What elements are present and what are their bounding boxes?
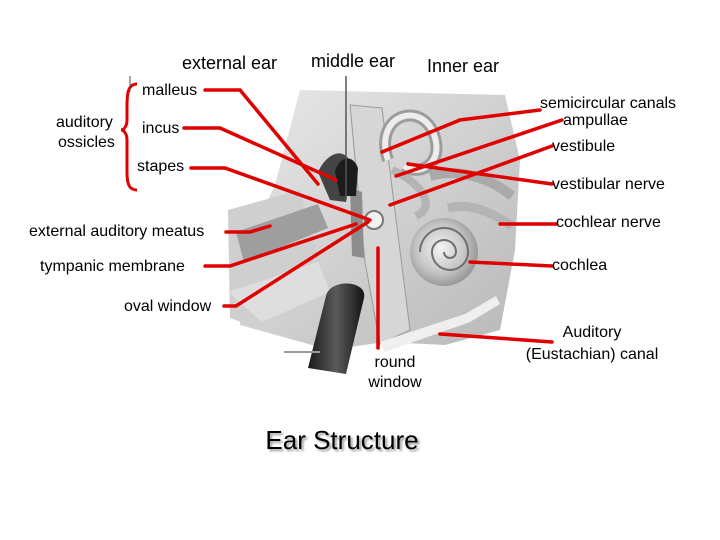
label-vestibular-nerve: vestibular nerve: [552, 176, 665, 193]
diagram-caption: Ear Structure: [265, 425, 419, 455]
ear-illustration: [228, 76, 520, 374]
skin-surface: [228, 262, 330, 322]
label-tympanic-membrane: tympanic membrane: [40, 258, 185, 275]
pointer-tympanic-membrane: [203, 222, 358, 268]
label-stapes: stapes: [137, 158, 185, 175]
label-vestibule: vestibule: [552, 138, 616, 155]
pointer-external-auditory-meatus: [224, 224, 272, 234]
label-semicircular-canals: semicircular canals: [540, 95, 677, 112]
ear-canal-wall: [236, 204, 328, 262]
header-inner-ear: Inner ear: [427, 56, 500, 76]
label-malleus: malleus: [142, 82, 198, 99]
label-external-auditory-meatus: external auditory meatus: [29, 223, 205, 240]
pointer-cochlea: [468, 260, 554, 268]
label-oval-window: oval window: [124, 298, 212, 315]
pointer-vestibule: [388, 144, 554, 207]
pointer-malleus: [203, 88, 320, 186]
pointer-eustachian: [438, 332, 554, 344]
label-cochlear-nerve: cochlear nerve: [556, 214, 661, 231]
label-round-window-line1: round: [374, 354, 416, 371]
pointer-oval-window: [222, 220, 370, 308]
header-middle-ear: middle ear: [311, 51, 396, 71]
cochlea-spiral: [419, 227, 470, 271]
label-auditory-ossicles-line1: auditory: [56, 114, 113, 131]
pointer-lines: [182, 88, 564, 350]
label-eustachian-line2: (Eustachian) canal: [525, 346, 659, 363]
eustachian-tube-light: [380, 296, 500, 352]
pointer-semicircular-canals: [380, 108, 542, 154]
label-incus: incus: [142, 120, 180, 137]
pointer-incus: [182, 126, 338, 182]
pointer-vestibular-nerve: [406, 162, 554, 186]
label-eustachian-line1: Auditory: [562, 324, 622, 341]
label-ampullae: ampullae: [563, 112, 628, 129]
label-auditory-ossicles-line2: ossicles: [58, 134, 115, 151]
header-external-ear: external ear: [182, 53, 278, 73]
pointer-stapes: [189, 166, 372, 222]
label-round-window-line2: window: [368, 374, 422, 391]
ossicles-brace: [120, 82, 138, 192]
label-cochlea: cochlea: [552, 257, 608, 274]
eustachian-tube: [308, 283, 365, 374]
